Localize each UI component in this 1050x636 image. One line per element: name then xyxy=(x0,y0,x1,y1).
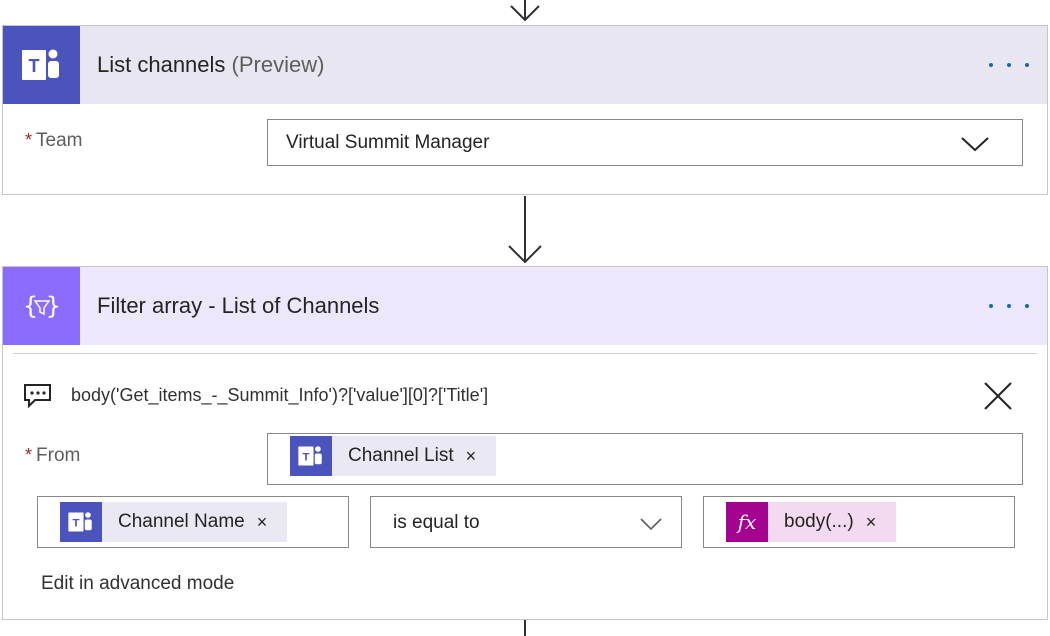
operator-value: is equal to xyxy=(393,512,480,533)
comment-text[interactable]: body('Get_items_-_Summit_Info')?['value'… xyxy=(71,385,489,405)
from-input[interactable]: T Channel List × xyxy=(267,433,1023,485)
connector-arrow-middle xyxy=(508,196,542,264)
comment-icon xyxy=(24,384,51,409)
edit-advanced-mode-link[interactable]: Edit in advanced mode xyxy=(41,573,235,594)
dot xyxy=(1025,63,1029,67)
filter-array-card: { } Filter array - List of Channels body… xyxy=(2,266,1048,620)
more-dots-icon xyxy=(989,63,993,67)
filter-array-header[interactable]: { } Filter array - List of Channels xyxy=(3,267,1047,345)
fx-icon: fx xyxy=(726,502,768,542)
filter-array-title: Filter array - List of Channels xyxy=(97,293,380,318)
list-channels-title: List channels (Preview) xyxy=(97,26,324,104)
svg-text:T: T xyxy=(72,517,79,529)
more-dots-icon xyxy=(989,304,993,308)
svg-text:{ }: { } xyxy=(22,292,60,320)
connector-arrow-top xyxy=(510,0,540,22)
teams-icon: T xyxy=(290,436,332,476)
token-label: body(...) xyxy=(784,511,854,532)
list-channels-card: T List channels (Preview) *Team Virtual … xyxy=(2,25,1048,195)
operator-dropdown[interactable]: is equal to xyxy=(370,496,682,548)
chevron-down-icon xyxy=(961,137,989,152)
svg-text:T: T xyxy=(28,56,39,76)
fx-glyph: fx xyxy=(737,510,757,534)
header-divider xyxy=(13,353,1037,354)
channel-list-token[interactable]: T Channel List × xyxy=(290,436,497,476)
channel-name-token[interactable]: T Channel Name × xyxy=(60,502,288,542)
expression-token[interactable]: fx body(...) × xyxy=(726,502,897,542)
more-options-button[interactable] xyxy=(989,293,1029,319)
close-icon[interactable] xyxy=(983,381,1013,411)
required-mark: * xyxy=(25,130,33,150)
remove-token-button[interactable]: × xyxy=(256,511,268,532)
team-label-text: Team xyxy=(36,130,83,151)
teams-icon: T xyxy=(60,502,102,542)
required-mark: * xyxy=(25,445,33,465)
teams-icon: T xyxy=(3,26,80,104)
remove-token-button[interactable]: × xyxy=(465,445,477,466)
team-dropdown-value: Virtual Summit Manager xyxy=(286,132,490,153)
dot xyxy=(1007,304,1011,308)
from-label-text: From xyxy=(36,445,81,466)
connector-arrow-bottom xyxy=(524,620,526,636)
list-channels-header[interactable]: T List channels (Preview) xyxy=(3,26,1047,104)
team-dropdown[interactable]: Virtual Summit Manager xyxy=(267,119,1023,166)
chevron-down-icon xyxy=(640,518,662,531)
filter-array-icon: { } xyxy=(3,267,80,345)
condition-right-operand[interactable]: fx body(...) × xyxy=(703,496,1015,548)
more-options-button[interactable] xyxy=(989,52,1029,78)
preview-label: (Preview) xyxy=(231,52,325,77)
dot xyxy=(1025,304,1029,308)
from-label: *From xyxy=(25,445,80,467)
dot xyxy=(1007,63,1011,67)
token-label: Channel Name xyxy=(118,511,245,532)
svg-text:T: T xyxy=(302,451,309,463)
condition-left-operand[interactable]: T Channel Name × xyxy=(37,496,349,548)
remove-token-button[interactable]: × xyxy=(865,511,877,532)
team-label: *Team xyxy=(25,130,82,152)
token-label: Channel List xyxy=(348,445,454,466)
card-title-text: List channels xyxy=(97,52,226,77)
